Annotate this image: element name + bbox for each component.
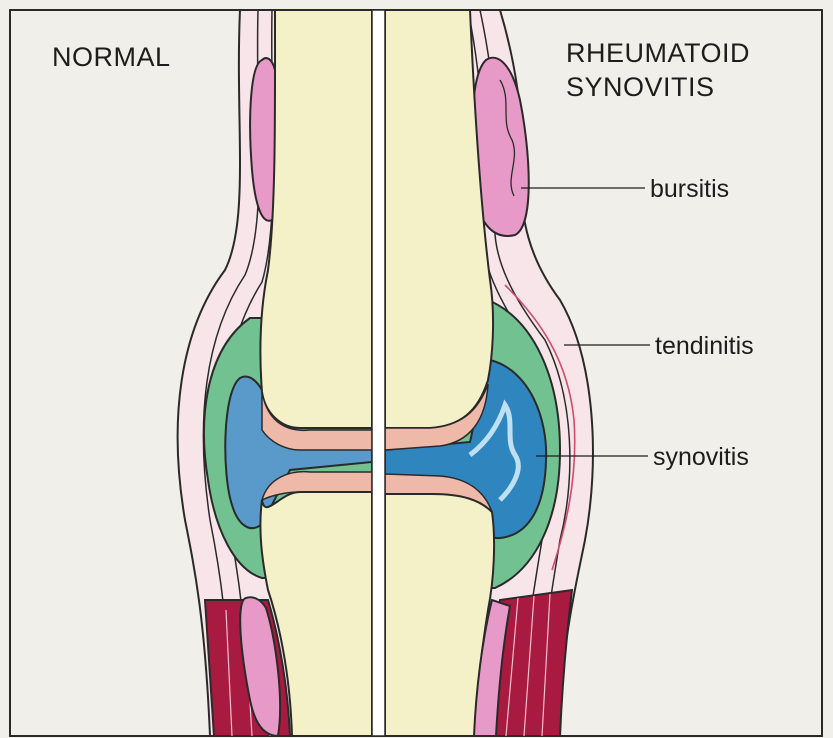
bursitis-label: bursitis bbox=[650, 175, 729, 203]
rheumatoid-title-line1: RHEUMATOID bbox=[566, 38, 750, 68]
normal-title: NORMAL bbox=[52, 42, 171, 72]
rheumatoid-title-line2: SYNOVITIS bbox=[566, 72, 715, 102]
center-divider bbox=[372, 10, 385, 736]
normal-upper-bone bbox=[260, 10, 372, 428]
synovitis-label: synovitis bbox=[653, 443, 749, 471]
tendinitis-label: tendinitis bbox=[655, 332, 754, 360]
